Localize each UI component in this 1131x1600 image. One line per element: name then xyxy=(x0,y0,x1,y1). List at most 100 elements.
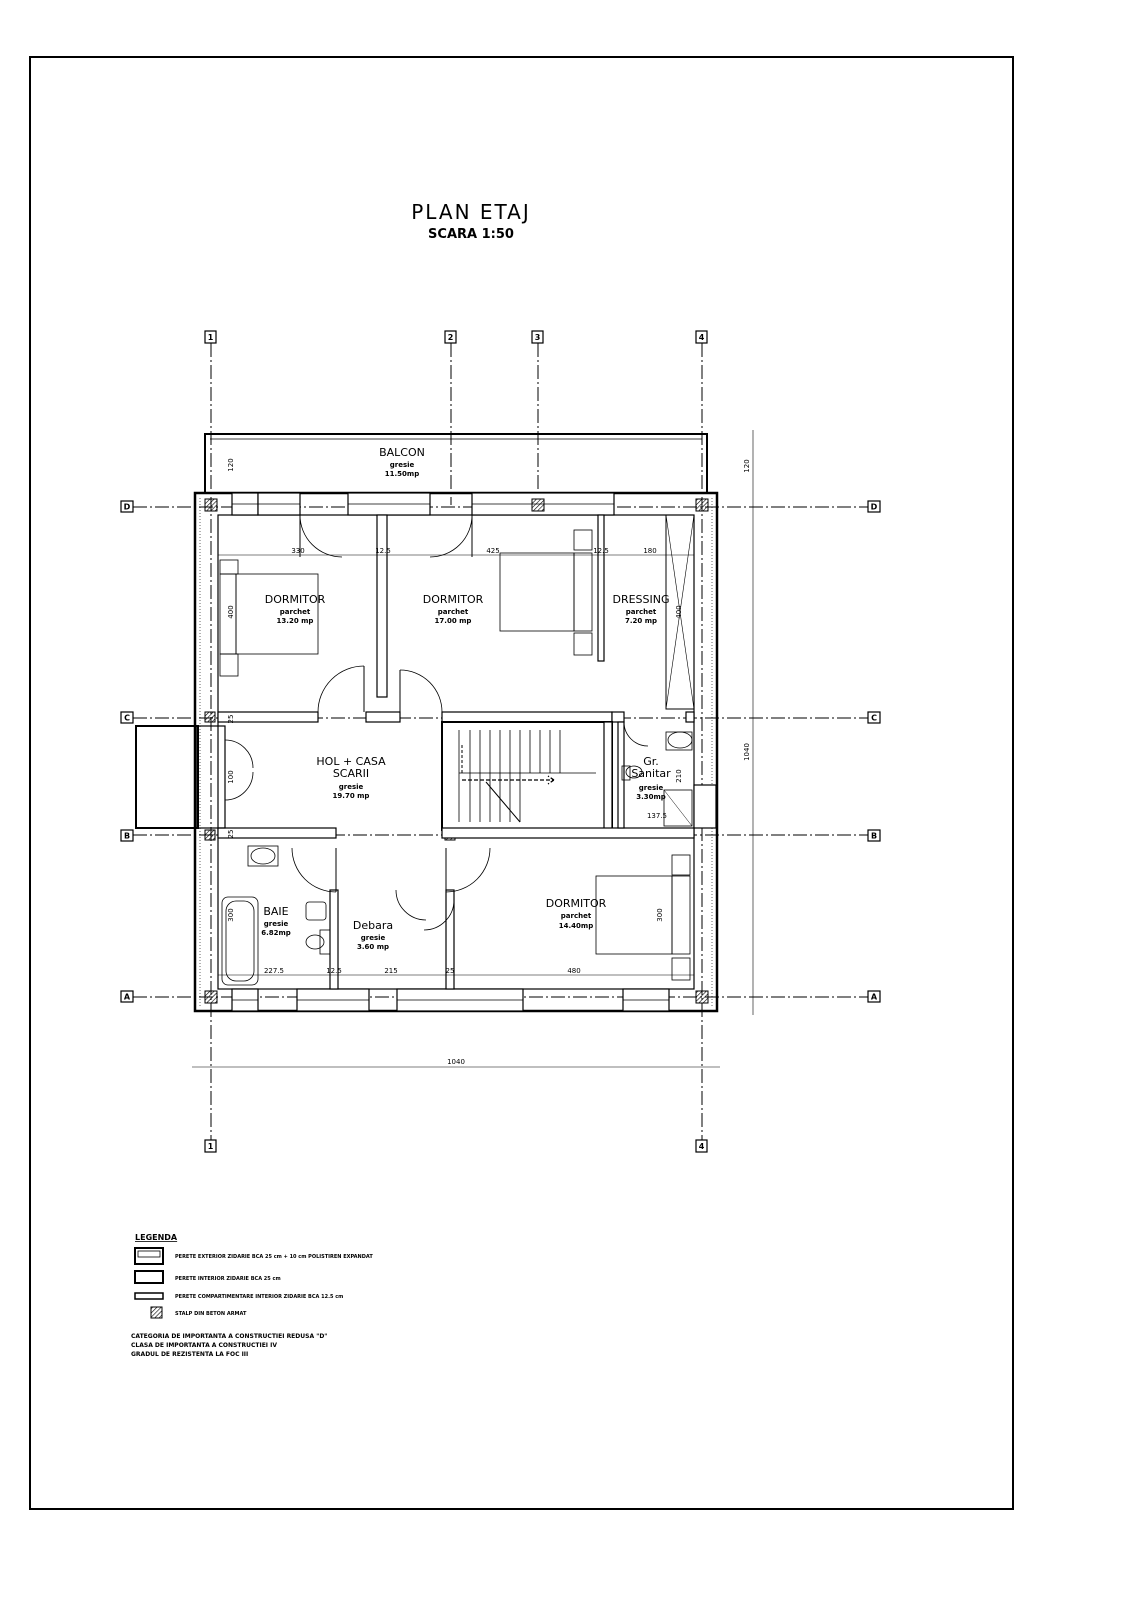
svg-text:12.5: 12.5 xyxy=(593,547,609,555)
room-label-dormitor-2: DORMITOR parchet 17.00 mp xyxy=(423,593,484,625)
room-label-grup-sanitar: Gr. Sanitar gresie 3.30mp xyxy=(631,755,671,801)
axis-label-4-top: 4 xyxy=(695,330,708,344)
svg-text:330: 330 xyxy=(291,547,304,555)
svg-text:6.82mp: 6.82mp xyxy=(261,929,291,937)
svg-text:3.30mp: 3.30mp xyxy=(636,793,666,801)
legend-item-partition-wall: PERETE COMPARTIMENTARE INTERIOR ZIDARIE … xyxy=(134,1292,343,1300)
drawing-frame xyxy=(29,56,1014,1510)
svg-text:1: 1 xyxy=(208,333,214,342)
svg-text:425: 425 xyxy=(486,547,499,555)
svg-text:400: 400 xyxy=(675,605,683,618)
legend: LEGENDA PERETE EXTERIOR ZIDARIE BCA 25 c… xyxy=(131,1233,373,1358)
svg-text:PERETE INTERIOR ZIDARIE BCA 25: PERETE INTERIOR ZIDARIE BCA 25 cm xyxy=(175,1276,281,1282)
svg-text:3.60 mp: 3.60 mp xyxy=(357,943,389,951)
axis-label-D-right: D xyxy=(867,500,881,513)
svg-text:210: 210 xyxy=(675,769,683,782)
svg-text:1: 1 xyxy=(208,1142,214,1151)
axis-label-4-bottom: 4 xyxy=(695,1139,708,1153)
legend-note-1: CATEGORIA DE IMPORTANTA A CONSTRUCTIEI R… xyxy=(131,1333,327,1340)
axis-label-A-right: A xyxy=(867,990,881,1003)
svg-text:D: D xyxy=(871,503,878,512)
svg-text:25: 25 xyxy=(227,715,235,724)
svg-text:12.5: 12.5 xyxy=(326,967,342,975)
svg-text:D: D xyxy=(124,503,131,512)
svg-text:7.20 mp: 7.20 mp xyxy=(625,617,657,625)
svg-text:13.20 mp: 13.20 mp xyxy=(277,617,314,625)
svg-text:STALP DIN BETON ARMAT: STALP DIN BETON ARMAT xyxy=(175,1311,247,1317)
legend-note-3: GRADUL DE REZISTENTA LA FOC III xyxy=(131,1351,248,1358)
axis-label-A-left: A xyxy=(120,990,134,1003)
svg-text:gresie: gresie xyxy=(639,784,664,792)
svg-text:DORMITOR: DORMITOR xyxy=(423,593,484,606)
svg-text:HOL + CASA: HOL + CASA xyxy=(316,755,386,768)
furniture xyxy=(219,529,693,986)
axis-label-3-top: 3 xyxy=(531,330,544,344)
room-label-hol: HOL + CASA SCARII gresie 19.70 mp xyxy=(316,755,386,800)
svg-text:1040: 1040 xyxy=(743,743,751,761)
vertical-axes xyxy=(210,343,703,1140)
balcony xyxy=(204,433,708,493)
svg-text:parchet: parchet xyxy=(626,608,657,616)
legend-item-concrete-column: STALP DIN BETON ARMAT xyxy=(150,1306,247,1319)
horizontal-axes xyxy=(133,506,868,998)
svg-text:C: C xyxy=(124,714,130,723)
doors xyxy=(224,514,649,931)
svg-text:parchet: parchet xyxy=(561,912,592,920)
svg-text:DORMITOR: DORMITOR xyxy=(546,897,607,910)
staircase xyxy=(458,730,596,823)
room-label-balcon: BALCON gresie 11.50mp xyxy=(379,446,425,478)
svg-text:B: B xyxy=(871,832,877,841)
svg-text:gresie: gresie xyxy=(339,783,364,791)
svg-text:A: A xyxy=(124,993,131,1002)
svg-text:BALCON: BALCON xyxy=(379,446,425,459)
svg-text:Debara: Debara xyxy=(353,919,393,932)
interior-walls xyxy=(135,514,717,990)
room-label-dressing: DRESSING parchet 7.20 mp xyxy=(612,593,669,625)
axis-label-B-right: B xyxy=(867,829,881,842)
legend-note-2: CLASA DE IMPORTANTA A CONSTRUCTIEI IV xyxy=(131,1342,277,1349)
svg-text:25: 25 xyxy=(227,830,235,839)
svg-text:19.70 mp: 19.70 mp xyxy=(333,792,370,800)
svg-text:DRESSING: DRESSING xyxy=(612,593,669,606)
dimensions: 330 12.5 425 12.5 180 227.5 12.5 215 25 … xyxy=(192,430,754,1068)
svg-text:2: 2 xyxy=(448,333,454,342)
svg-text:3: 3 xyxy=(535,333,541,342)
axis-label-B-left: B xyxy=(120,829,134,842)
svg-text:A: A xyxy=(871,993,878,1002)
axis-label-C-right: C xyxy=(867,711,881,724)
axis-label-C-left: C xyxy=(120,711,134,724)
svg-text:parchet: parchet xyxy=(438,608,469,616)
svg-text:120: 120 xyxy=(227,458,235,471)
svg-text:227.5: 227.5 xyxy=(264,967,284,975)
svg-text:parchet: parchet xyxy=(280,608,311,616)
svg-text:14.40mp: 14.40mp xyxy=(559,922,593,930)
room-label-dormitor-3: DORMITOR parchet 14.40mp xyxy=(546,897,607,930)
drawing-title: PLAN ETAJ xyxy=(411,200,531,224)
svg-text:DORMITOR: DORMITOR xyxy=(265,593,326,606)
svg-text:C: C xyxy=(871,714,877,723)
room-label-baie: BAIE gresie 6.82mp xyxy=(261,905,291,937)
svg-text:12.5: 12.5 xyxy=(375,547,391,555)
svg-text:17.00 mp: 17.00 mp xyxy=(435,617,472,625)
svg-text:400: 400 xyxy=(227,605,235,618)
svg-text:PERETE EXTERIOR ZIDARIE BCA 25: PERETE EXTERIOR ZIDARIE BCA 25 cm + 10 c… xyxy=(175,1254,373,1260)
legend-heading: LEGENDA xyxy=(135,1233,178,1242)
svg-text:300: 300 xyxy=(656,908,664,921)
drawing-scale: SCARA 1:50 xyxy=(428,227,514,242)
svg-text:BAIE: BAIE xyxy=(263,905,288,918)
legend-item-interior-wall: PERETE INTERIOR ZIDARIE BCA 25 cm xyxy=(134,1270,281,1284)
svg-text:Sanitar: Sanitar xyxy=(631,767,671,780)
svg-text:215: 215 xyxy=(384,967,397,975)
svg-text:11.50mp: 11.50mp xyxy=(385,470,419,478)
svg-text:SCARII: SCARII xyxy=(333,767,369,780)
svg-text:PERETE COMPARTIMENTARE INTERIO: PERETE COMPARTIMENTARE INTERIOR ZIDARIE … xyxy=(175,1294,343,1300)
svg-text:100: 100 xyxy=(227,770,235,783)
svg-text:480: 480 xyxy=(567,967,580,975)
svg-text:4: 4 xyxy=(699,333,705,342)
svg-text:25: 25 xyxy=(446,967,455,975)
axis-label-1-top: 1 xyxy=(204,330,217,344)
svg-text:gresie: gresie xyxy=(390,461,415,469)
svg-text:137.5: 137.5 xyxy=(647,812,667,820)
axis-label-2-top: 2 xyxy=(444,330,457,344)
